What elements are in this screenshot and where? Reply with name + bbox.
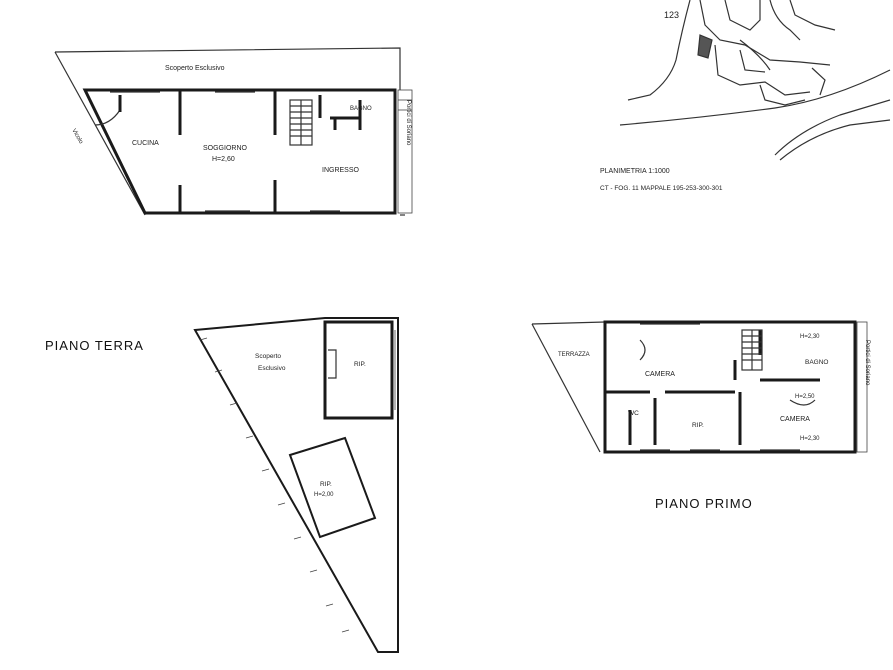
yard-room-label: RIP. [354,361,366,368]
ground-room-bagno: BAGNO [350,106,372,112]
piano-primo-title: PIANO PRIMO [655,496,753,511]
first-room-rip: RIP. [692,422,704,429]
ground-room-ingresso: INGRESSO [322,167,360,174]
first-room-camera-1: CAMERA [645,371,675,378]
first-floor-plan: TERRAZZA Portici di Soriano CAMERA BAGNO… [531,320,870,511]
ground-room-soggiorno: SOGGIORNO [203,145,248,152]
site-map: 123 PLANIMETRIA 1:1000 CT - FOG. 11 MAPP… [600,0,891,192]
first-room-wc: WC [628,410,639,417]
ground-top-label: Scoperto Esclusivo [165,65,225,72]
first-room-bagno: BAGNO [805,359,828,366]
first-dim-2: H=2,50 [795,394,815,400]
site-parcel-number: 123 [664,10,679,20]
ground-room-soggiorno-height: H=2,60 [212,156,235,163]
first-dim-3: H=2,30 [800,436,820,442]
first-room-camera-2: CAMERA [780,416,810,423]
yard-esclusivo-label: Esclusivo [258,365,286,372]
yard-hatched-edge [199,337,350,633]
first-floor-stairs [741,329,763,371]
ground-floor-stairs [289,99,313,146]
first-dim-1: H=2,30 [800,334,820,340]
yard-shed-label: RIP. [320,481,332,488]
piano-terra-title: PIANO TERRA [45,338,144,353]
first-terrace-label: TERRAZZA [558,352,590,358]
ground-room-cucina: CUCINA [132,140,159,147]
yard-scoperto-label: Scoperto [255,353,281,360]
yard-shed [288,436,377,539]
site-map-caption-line-1: PLANIMETRIA 1:1000 [600,168,670,175]
ground-floor-plan: Scoperto Esclusivo Vicolo Portici di Sor… [54,47,413,216]
site-map-caption-line-2: CT - FOG. 11 MAPPALE 195-253-300-301 [600,185,723,192]
ground-right-label: Portici di Soriano [405,100,411,146]
ground-left-label: Vicolo [70,128,84,146]
yard-plan: PIANO TERRA Scoperto Esclusivo RIP. RIP.… [45,317,399,653]
first-right-label: Portici di Soriano [864,340,870,386]
yard-shed-height: H=2,00 [314,492,334,498]
